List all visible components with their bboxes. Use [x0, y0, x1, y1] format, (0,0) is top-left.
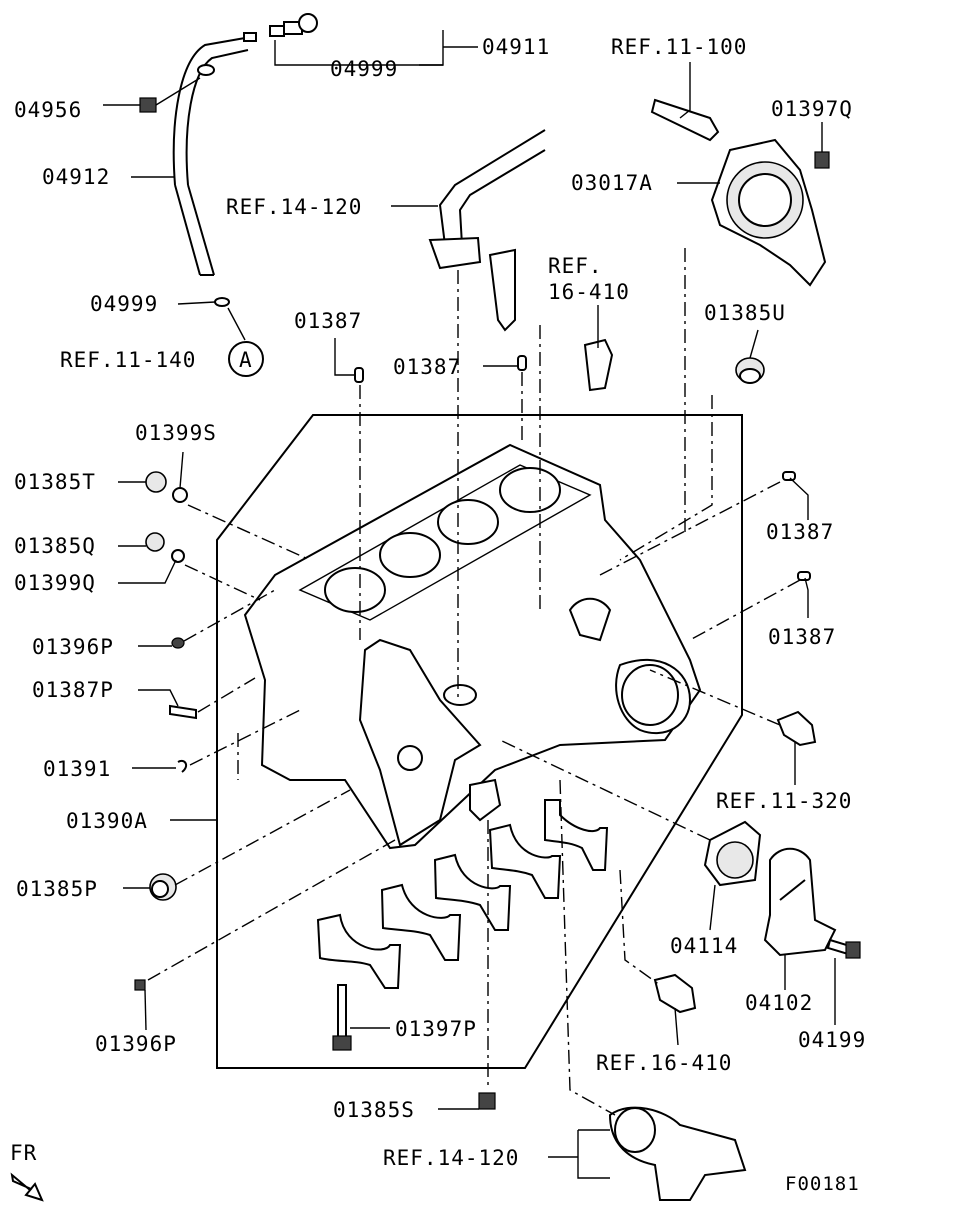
- rear-oil-seal-case: [710, 138, 827, 287]
- label-01396p-a: 01396P: [32, 635, 114, 659]
- bolt-01397p: [332, 984, 352, 1051]
- label-01387-a: 01387: [294, 309, 362, 333]
- leader-lines: [103, 30, 836, 1179]
- label-04912: 04912: [42, 165, 110, 189]
- label-01387-b: 01387: [393, 355, 461, 379]
- dowel-01387-d: [797, 571, 811, 581]
- dowel-01387-a: [354, 367, 364, 383]
- plug-01396p-b: [134, 979, 146, 991]
- label-01387-c: 01387: [766, 520, 834, 544]
- bolt-04956: [139, 77, 201, 113]
- label-ref-16-410-top-line1: REF.: [548, 254, 603, 278]
- label-04199: 04199: [798, 1028, 866, 1052]
- bolt-04199: [826, 938, 861, 959]
- front-direction-arrow-icon: [10, 1172, 44, 1202]
- dipstick: [243, 13, 318, 42]
- water-inlet-ref-14-120-bottom: [608, 1106, 747, 1201]
- reference-circle-a: [228, 341, 264, 377]
- plug-01396p-a: [171, 637, 185, 649]
- sensor-ref-16-410-bottom: [653, 973, 697, 1014]
- dowel-01387-c: [782, 471, 796, 481]
- main-bearing-caps: [316, 799, 609, 989]
- label-04999-top: 04999: [330, 57, 398, 81]
- sensor-ref-11-320: [776, 710, 817, 747]
- dowel-01387-b: [517, 355, 527, 371]
- plug-01385q: [145, 532, 165, 552]
- label-ref-16-410-top-line2: 16-410: [548, 280, 630, 304]
- label-ref-16-410-bottom: REF.16-410: [596, 1051, 732, 1075]
- dipstick-tube: [172, 37, 249, 276]
- plug-01385s: [478, 1092, 496, 1110]
- washer-01399q: [171, 549, 185, 563]
- sensor-top: [583, 338, 614, 392]
- cylinder-block: [243, 443, 702, 850]
- label-04999-mid: 04999: [90, 292, 158, 316]
- label-01385t: 01385T: [14, 470, 96, 494]
- plug-01385t: [145, 471, 167, 493]
- label-04114: 04114: [670, 934, 738, 958]
- label-01385s: 01385S: [333, 1098, 415, 1122]
- water-pipe-top: [428, 129, 546, 332]
- label-01387p: 01387P: [32, 678, 114, 702]
- label-ref-11-100: REF.11-100: [611, 35, 747, 59]
- washer-01399s: [172, 487, 188, 503]
- label-01399s: 01399S: [135, 421, 217, 445]
- bolt-01397q: [814, 151, 830, 169]
- assembly-outline-box: [216, 414, 743, 1069]
- label-ref-14-120-top: REF.14-120: [226, 195, 362, 219]
- label-01385q: 01385Q: [14, 534, 96, 558]
- pin-01387p: [169, 704, 197, 720]
- figure-code: F00181: [785, 1173, 860, 1195]
- label-04956: 04956: [14, 98, 82, 122]
- o-ring-04999-mid: [214, 297, 230, 307]
- label-04102: 04102: [745, 991, 813, 1015]
- label-03017a: 03017A: [571, 171, 653, 195]
- label-01399q: 01399Q: [14, 571, 96, 595]
- plug-01385p: [149, 873, 177, 901]
- label-01385p: 01385P: [16, 877, 98, 901]
- label-circle-a: A: [239, 348, 253, 372]
- label-01390a: 01390A: [66, 809, 148, 833]
- label-01396p-b: 01396P: [95, 1032, 177, 1056]
- label-ref-11-140: REF.11-140: [60, 348, 196, 372]
- label-01387-d: 01387: [768, 625, 836, 649]
- label-01397p: 01397P: [395, 1017, 477, 1041]
- label-01397q: 01397Q: [771, 97, 853, 121]
- ref-11-100-part: [650, 98, 720, 142]
- label-fr: FR: [10, 1141, 37, 1165]
- label-01391: 01391: [43, 757, 111, 781]
- label-ref-14-120-bottom: REF.14-120: [383, 1146, 519, 1170]
- label-01385u: 01385U: [704, 301, 786, 325]
- pin-01391: [177, 760, 188, 773]
- label-04911: 04911: [482, 35, 550, 59]
- label-ref-11-320: REF.11-320: [716, 789, 852, 813]
- plug-01385u: [735, 357, 765, 384]
- water-outlet-housing: [703, 820, 837, 957]
